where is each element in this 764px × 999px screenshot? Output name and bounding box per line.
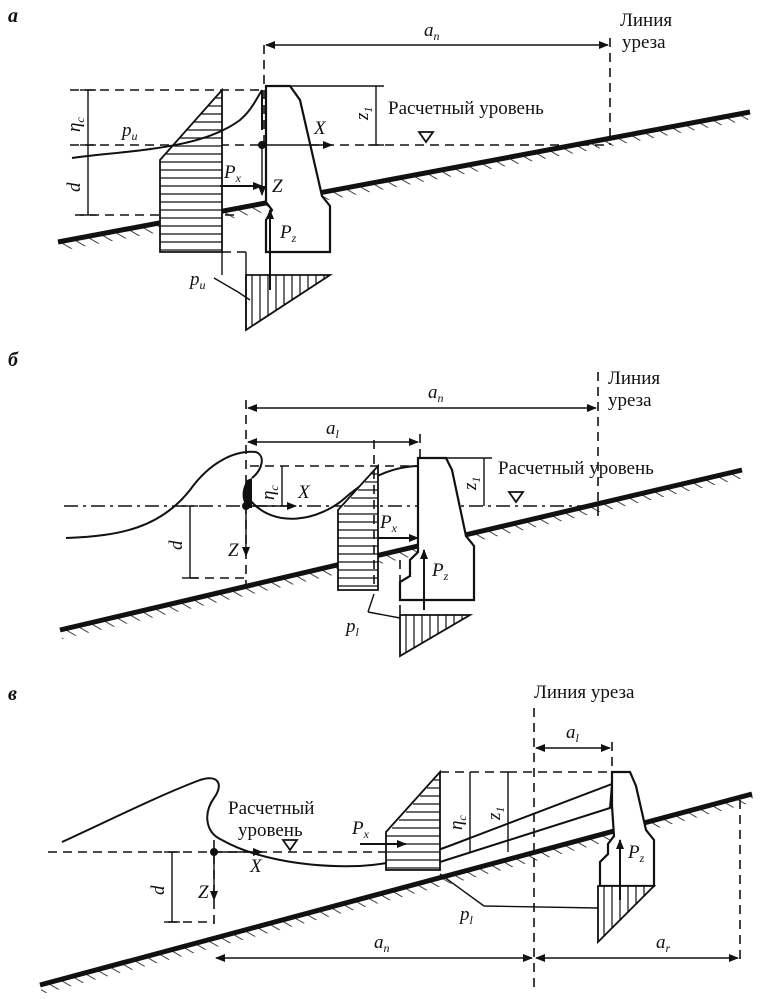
panel-b-design-level-label: Расчетный уровень <box>498 458 654 479</box>
panel-a-wall <box>264 84 332 254</box>
panel-c-level-marker <box>281 839 299 852</box>
panel-b-pressure-hatch <box>338 473 378 587</box>
panel-a-level-marker <box>417 131 435 144</box>
panel-a-design-level-label: Расчетный уровень <box>388 98 544 119</box>
panel-a: а ηc d <box>8 5 751 332</box>
panel-c-wall <box>598 770 656 888</box>
panel-b: б d ηc X Z <box>8 349 744 658</box>
panel-b-uplift-hatch <box>405 615 463 652</box>
panel-b-pressure-diagram <box>337 463 379 591</box>
panel-c-wave-crest <box>61 777 223 843</box>
panel-a-shoreline-label-2: уреза <box>622 32 666 53</box>
panel-b-pl-label: pl <box>344 616 360 639</box>
panel-b-x-label: X <box>297 482 311 503</box>
panel-b-z-label: Z <box>228 540 239 561</box>
panel-a-z-label: Z <box>272 176 283 197</box>
panel-c-x-label: X <box>249 856 263 877</box>
panel-a-letter: а <box>8 5 18 27</box>
panel-c-z-label: Z <box>198 882 209 903</box>
panel-b-pl-leader <box>367 593 401 619</box>
panel-b-al-label: al <box>326 418 340 441</box>
panel-c-design-level-label-1: Расчетный <box>228 798 314 819</box>
panel-c-al-label: al <box>566 722 580 745</box>
panel-a-uplift-hatch <box>251 275 325 326</box>
panel-a-seabed-hatch <box>58 112 750 251</box>
panel-a-pz-label: Pz <box>279 222 297 245</box>
panel-b-d-label: d <box>166 540 187 550</box>
panel-c-seabed-hatch <box>40 794 754 994</box>
panel-a-pu-label: pu <box>120 120 138 143</box>
panel-b-uplift-diagram <box>399 614 474 658</box>
panel-c-pl-leader <box>439 873 599 909</box>
panel-c-pz-label: Pz <box>627 842 645 865</box>
panel-c-z1-label: z1 <box>484 807 507 821</box>
panel-a-wave-profile <box>71 89 263 159</box>
panel-c-design-level-label-2: уровень <box>238 820 303 841</box>
panel-b-shoreline-label-2: уреза <box>608 390 652 411</box>
panel-a-z1-label: z1 <box>352 107 375 121</box>
panel-c-pressure-diagram <box>385 769 441 871</box>
panel-c-uplift-hatch <box>603 886 645 936</box>
panel-a-eta-label: ηc <box>64 117 87 132</box>
panel-b-wave-trough <box>249 465 421 520</box>
panel-a-d-label: d <box>64 182 85 192</box>
panel-b-level-marker <box>507 491 525 504</box>
panel-c-uplift-diagram <box>597 885 657 945</box>
panel-b-wall <box>398 456 476 602</box>
panel-b-z1-label: z1 <box>460 477 483 491</box>
panel-c-d-label: d <box>148 885 169 895</box>
panel-c-shoreline-label: Линия уреза <box>534 682 635 703</box>
panel-a-pu2-leader <box>213 277 251 301</box>
panel-c-ar-label: ar <box>656 932 671 955</box>
panel-a-pu2-label: pu <box>188 269 206 292</box>
panel-c-px-label: Px <box>351 818 370 841</box>
panel-a-px-label: Px <box>223 162 242 185</box>
panel-c-pressure-hatch <box>386 779 440 869</box>
panel-a-uplift-diagram <box>245 274 334 332</box>
panel-c-pl-label: pl <box>458 904 474 927</box>
panel-c: в d X Z Расчетный уровень <box>8 682 754 994</box>
panel-b-shoreline-label-1: Линия <box>608 368 660 389</box>
panel-b-seabed-hatch <box>60 470 744 639</box>
panel-b-wave-crest <box>65 450 263 539</box>
panel-a-shoreline-label-1: Линия <box>620 10 672 31</box>
panel-c-an-label: an <box>374 932 390 955</box>
panel-b-pz-label: Pz <box>431 560 449 583</box>
panel-a-an-label: an <box>424 20 440 43</box>
panel-b-an-label: an <box>428 382 444 405</box>
panel-c-eta-label: ηc <box>446 815 469 830</box>
panel-c-letter: в <box>8 683 17 705</box>
panel-b-breaker-lip <box>242 478 252 508</box>
panel-b-eta-label: ηc <box>258 485 281 500</box>
panel-b-px-label: Px <box>379 512 398 535</box>
panel-a-x-label: X <box>313 118 327 139</box>
panel-b-letter: б <box>8 349 19 371</box>
panel-a-pressure-hatch <box>160 97 222 251</box>
